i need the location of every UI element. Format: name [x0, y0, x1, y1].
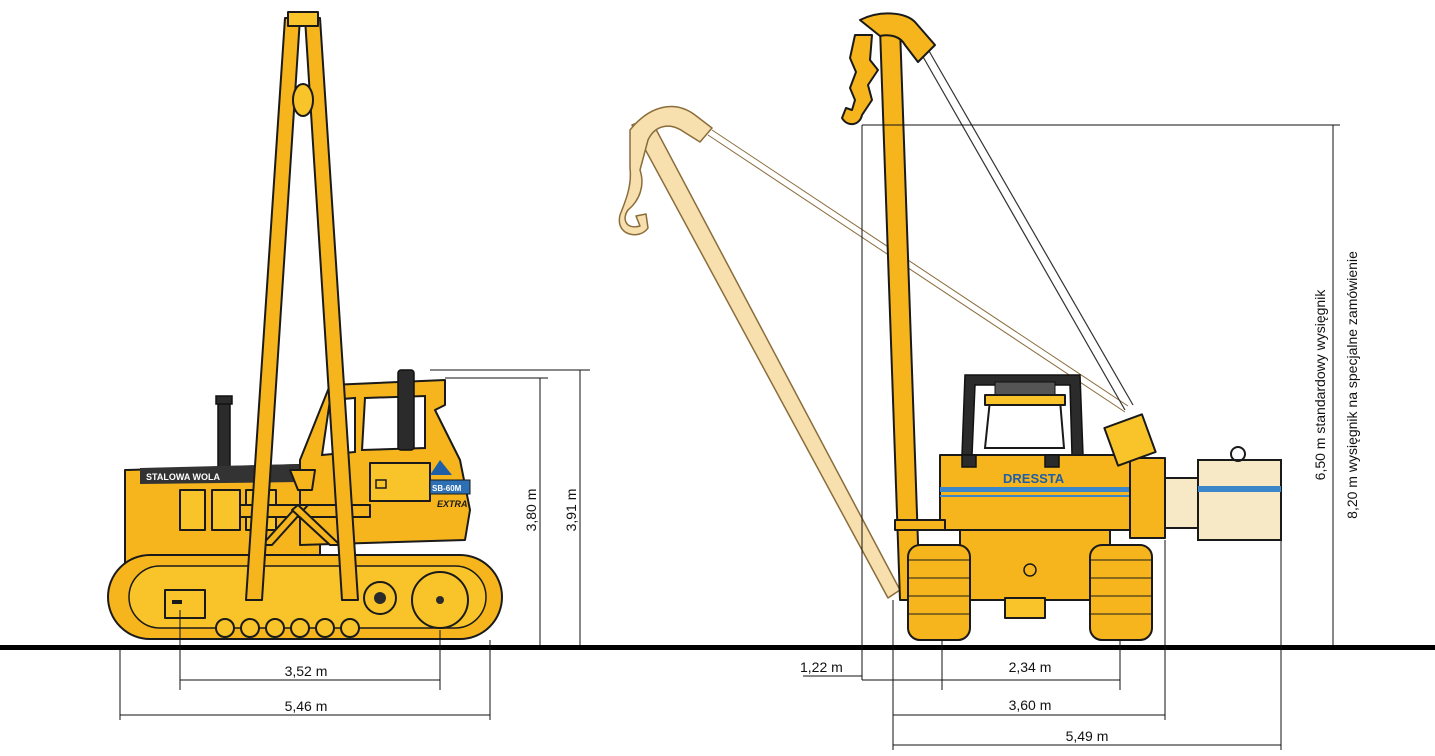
right-dimension-lines [803, 124, 1340, 750]
right-brand-label: DRESSTA [1003, 471, 1065, 486]
left-dimension-lines [119, 369, 590, 720]
boom-note-special: 8,20 m wysięgnik na specjalne zamówienie [1344, 251, 1360, 519]
dim-overall-height: 3,91 m [563, 489, 579, 532]
dim-boom-offset: 1,22 m [800, 659, 843, 675]
left-badge-label: EXTRA [437, 499, 468, 509]
dim-track-gauge: 2,34 m [1009, 659, 1052, 675]
dim-cab-height: 3,80 m [523, 489, 539, 532]
dim-wheelbase: 3,52 m [285, 663, 328, 679]
dim-counterweight-width: 5,49 m [1066, 728, 1109, 744]
left-model-label: SB-60M [432, 484, 462, 493]
boom-note-standard: 6,50 m standardowy wysięgnik [1312, 289, 1328, 481]
front-view-pipelayer [618, 12, 1282, 641]
ground-line [0, 645, 1435, 650]
left-brand-label: STALOWA WOLA [146, 472, 220, 482]
side-view-pipelayer [107, 11, 503, 640]
dim-overall-width: 3,60 m [1009, 697, 1052, 713]
dim-overall-length: 5,46 m [285, 698, 328, 714]
